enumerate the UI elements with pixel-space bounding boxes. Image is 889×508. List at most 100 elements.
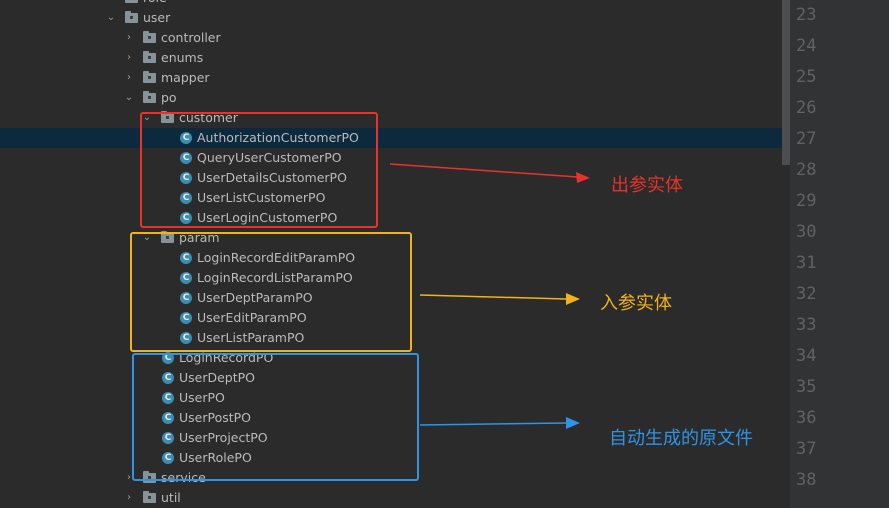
line-number: 31 [796, 253, 817, 273]
tree-item-label: AuthorizationCustomerPO [197, 130, 359, 145]
tree-item-user-edit-param-po[interactable]: C UserEditParamPO [0, 308, 790, 328]
tree-item-role[interactable]: › role [0, 0, 790, 8]
tree-item-user-details-customer-po[interactable]: C UserDetailsCustomerPO [0, 168, 790, 188]
class-icon: C [180, 192, 192, 204]
class-icon: C [162, 412, 174, 424]
tree-item-label: QueryUserCustomerPO [197, 150, 342, 165]
line-number: 24 [796, 36, 817, 56]
folder-icon [125, 11, 138, 23]
tree-item-controller[interactable]: › controller [0, 28, 790, 48]
tree-item-user-po[interactable]: C UserPO [0, 388, 790, 408]
tree-item-user-post-po[interactable]: C UserPostPO [0, 408, 790, 428]
chevron-down-icon[interactable]: ⌄ [142, 232, 152, 243]
tree-item-query-user-customer-po[interactable]: C QueryUserCustomerPO [0, 148, 790, 168]
tree-item-label: util [161, 490, 181, 505]
line-number: 33 [796, 315, 817, 335]
tree-item-user-dept-param-po[interactable]: C UserDeptParamPO [0, 288, 790, 308]
tree-item-label: po [161, 90, 177, 105]
red-arrow-icon [389, 163, 590, 183]
tree-item-login-record-edit-param-po[interactable]: C LoginRecordEditParamPO [0, 248, 790, 268]
folder-icon [143, 491, 156, 503]
tree-item-user-role-po[interactable]: C UserRolePO [0, 448, 790, 468]
class-icon: C [162, 452, 174, 464]
tree-item-label: UserListParamPO [197, 330, 305, 345]
tree-item-label: UserDetailsCustomerPO [197, 170, 347, 185]
tree-item-user-dept-po[interactable]: C UserDeptPO [0, 368, 790, 388]
class-icon: C [180, 152, 192, 164]
line-number: 34 [796, 346, 817, 366]
chevron-right-icon[interactable]: › [127, 472, 131, 483]
class-icon: C [180, 172, 192, 184]
tree-item-po[interactable]: ⌄ po [0, 88, 790, 108]
tree-item-label: service [161, 470, 206, 485]
tree-item-mapper[interactable]: › mapper [0, 68, 790, 88]
tree-item-user-list-customer-po[interactable]: C UserListCustomerPO [0, 188, 790, 208]
tree-item-util[interactable]: › util [0, 488, 790, 508]
generated-files-box [132, 353, 419, 481]
folder-icon [143, 31, 156, 43]
yellow-arrow-icon [419, 293, 580, 305]
line-number-gutter [790, 0, 889, 508]
line-number: 37 [796, 439, 817, 459]
class-icon: C [162, 432, 174, 444]
tree-item-label: LoginRecordListParamPO [197, 270, 353, 285]
class-icon: C [162, 352, 174, 364]
tree-item-user-login-customer-po[interactable]: C UserLoginCustomerPO [0, 208, 790, 228]
tree-item-label: UserPostPO [179, 410, 252, 425]
tree-item-label: UserDeptPO [179, 370, 256, 385]
tree-item-label: UserLoginCustomerPO [197, 210, 338, 225]
chevron-down-icon[interactable]: ⌄ [142, 112, 152, 123]
class-icon: C [180, 272, 192, 284]
tree-item-user[interactable]: ⌄ user [0, 8, 790, 28]
input-entity-annotation: 入参实体 [600, 293, 672, 314]
tree-item-label: controller [161, 30, 221, 45]
class-icon: C [162, 392, 174, 404]
class-icon: C [180, 332, 192, 344]
folder-icon [143, 91, 156, 103]
class-icon: C [180, 292, 192, 304]
class-icon: C [180, 212, 192, 224]
tree-item-user-list-param-po[interactable]: C UserListParamPO [0, 328, 790, 348]
tree-item-service[interactable]: › service [0, 468, 790, 488]
folder-icon [125, 0, 138, 3]
class-icon: C [162, 372, 174, 384]
chevron-right-icon[interactable]: › [127, 32, 131, 43]
tree-item-user-project-po[interactable]: C UserProjectPO [0, 428, 790, 448]
line-number: 23 [796, 5, 817, 25]
line-number: 28 [796, 160, 817, 180]
chevron-down-icon[interactable]: ⌄ [124, 92, 134, 103]
line-number: 27 [796, 129, 817, 149]
tree-item-enums[interactable]: › enums [0, 48, 790, 68]
chevron-down-icon[interactable]: ⌄ [106, 12, 116, 23]
folder-icon [143, 51, 156, 63]
tree-item-label: UserEditParamPO [197, 310, 307, 325]
line-number: 29 [796, 191, 817, 211]
tree-item-label: UserPO [179, 390, 225, 405]
blue-arrow-icon [419, 417, 580, 429]
line-number: 36 [796, 408, 817, 428]
line-number: 32 [796, 284, 817, 304]
class-icon: C [180, 312, 192, 324]
tree-item-label: UserListCustomerPO [197, 190, 326, 205]
tree-item-label: UserRolePO [179, 450, 252, 465]
tree-item-label: user [143, 10, 171, 25]
folder-icon [143, 471, 156, 483]
line-number: 30 [796, 222, 817, 242]
line-number: 35 [796, 377, 817, 397]
chevron-right-icon[interactable]: › [127, 52, 131, 63]
class-icon: C [180, 132, 192, 144]
chevron-right-icon[interactable]: › [127, 72, 131, 83]
line-number: 38 [796, 470, 817, 490]
chevron-right-icon[interactable]: › [105, 0, 117, 8]
line-number: 26 [796, 98, 817, 118]
tree-item-authorization-customer-po[interactable]: C AuthorizationCustomerPO [0, 128, 790, 148]
chevron-right-icon[interactable]: › [127, 492, 131, 503]
tree-item-label: UserProjectPO [179, 430, 268, 445]
line-number: 25 [796, 67, 817, 87]
tree-item-label: role [143, 0, 167, 8]
scrollbar[interactable] [782, 0, 790, 165]
tree-item-label: mapper [161, 70, 210, 85]
tree-item-login-record-list-param-po[interactable]: C LoginRecordListParamPO [0, 268, 790, 288]
class-icon: C [180, 252, 192, 264]
